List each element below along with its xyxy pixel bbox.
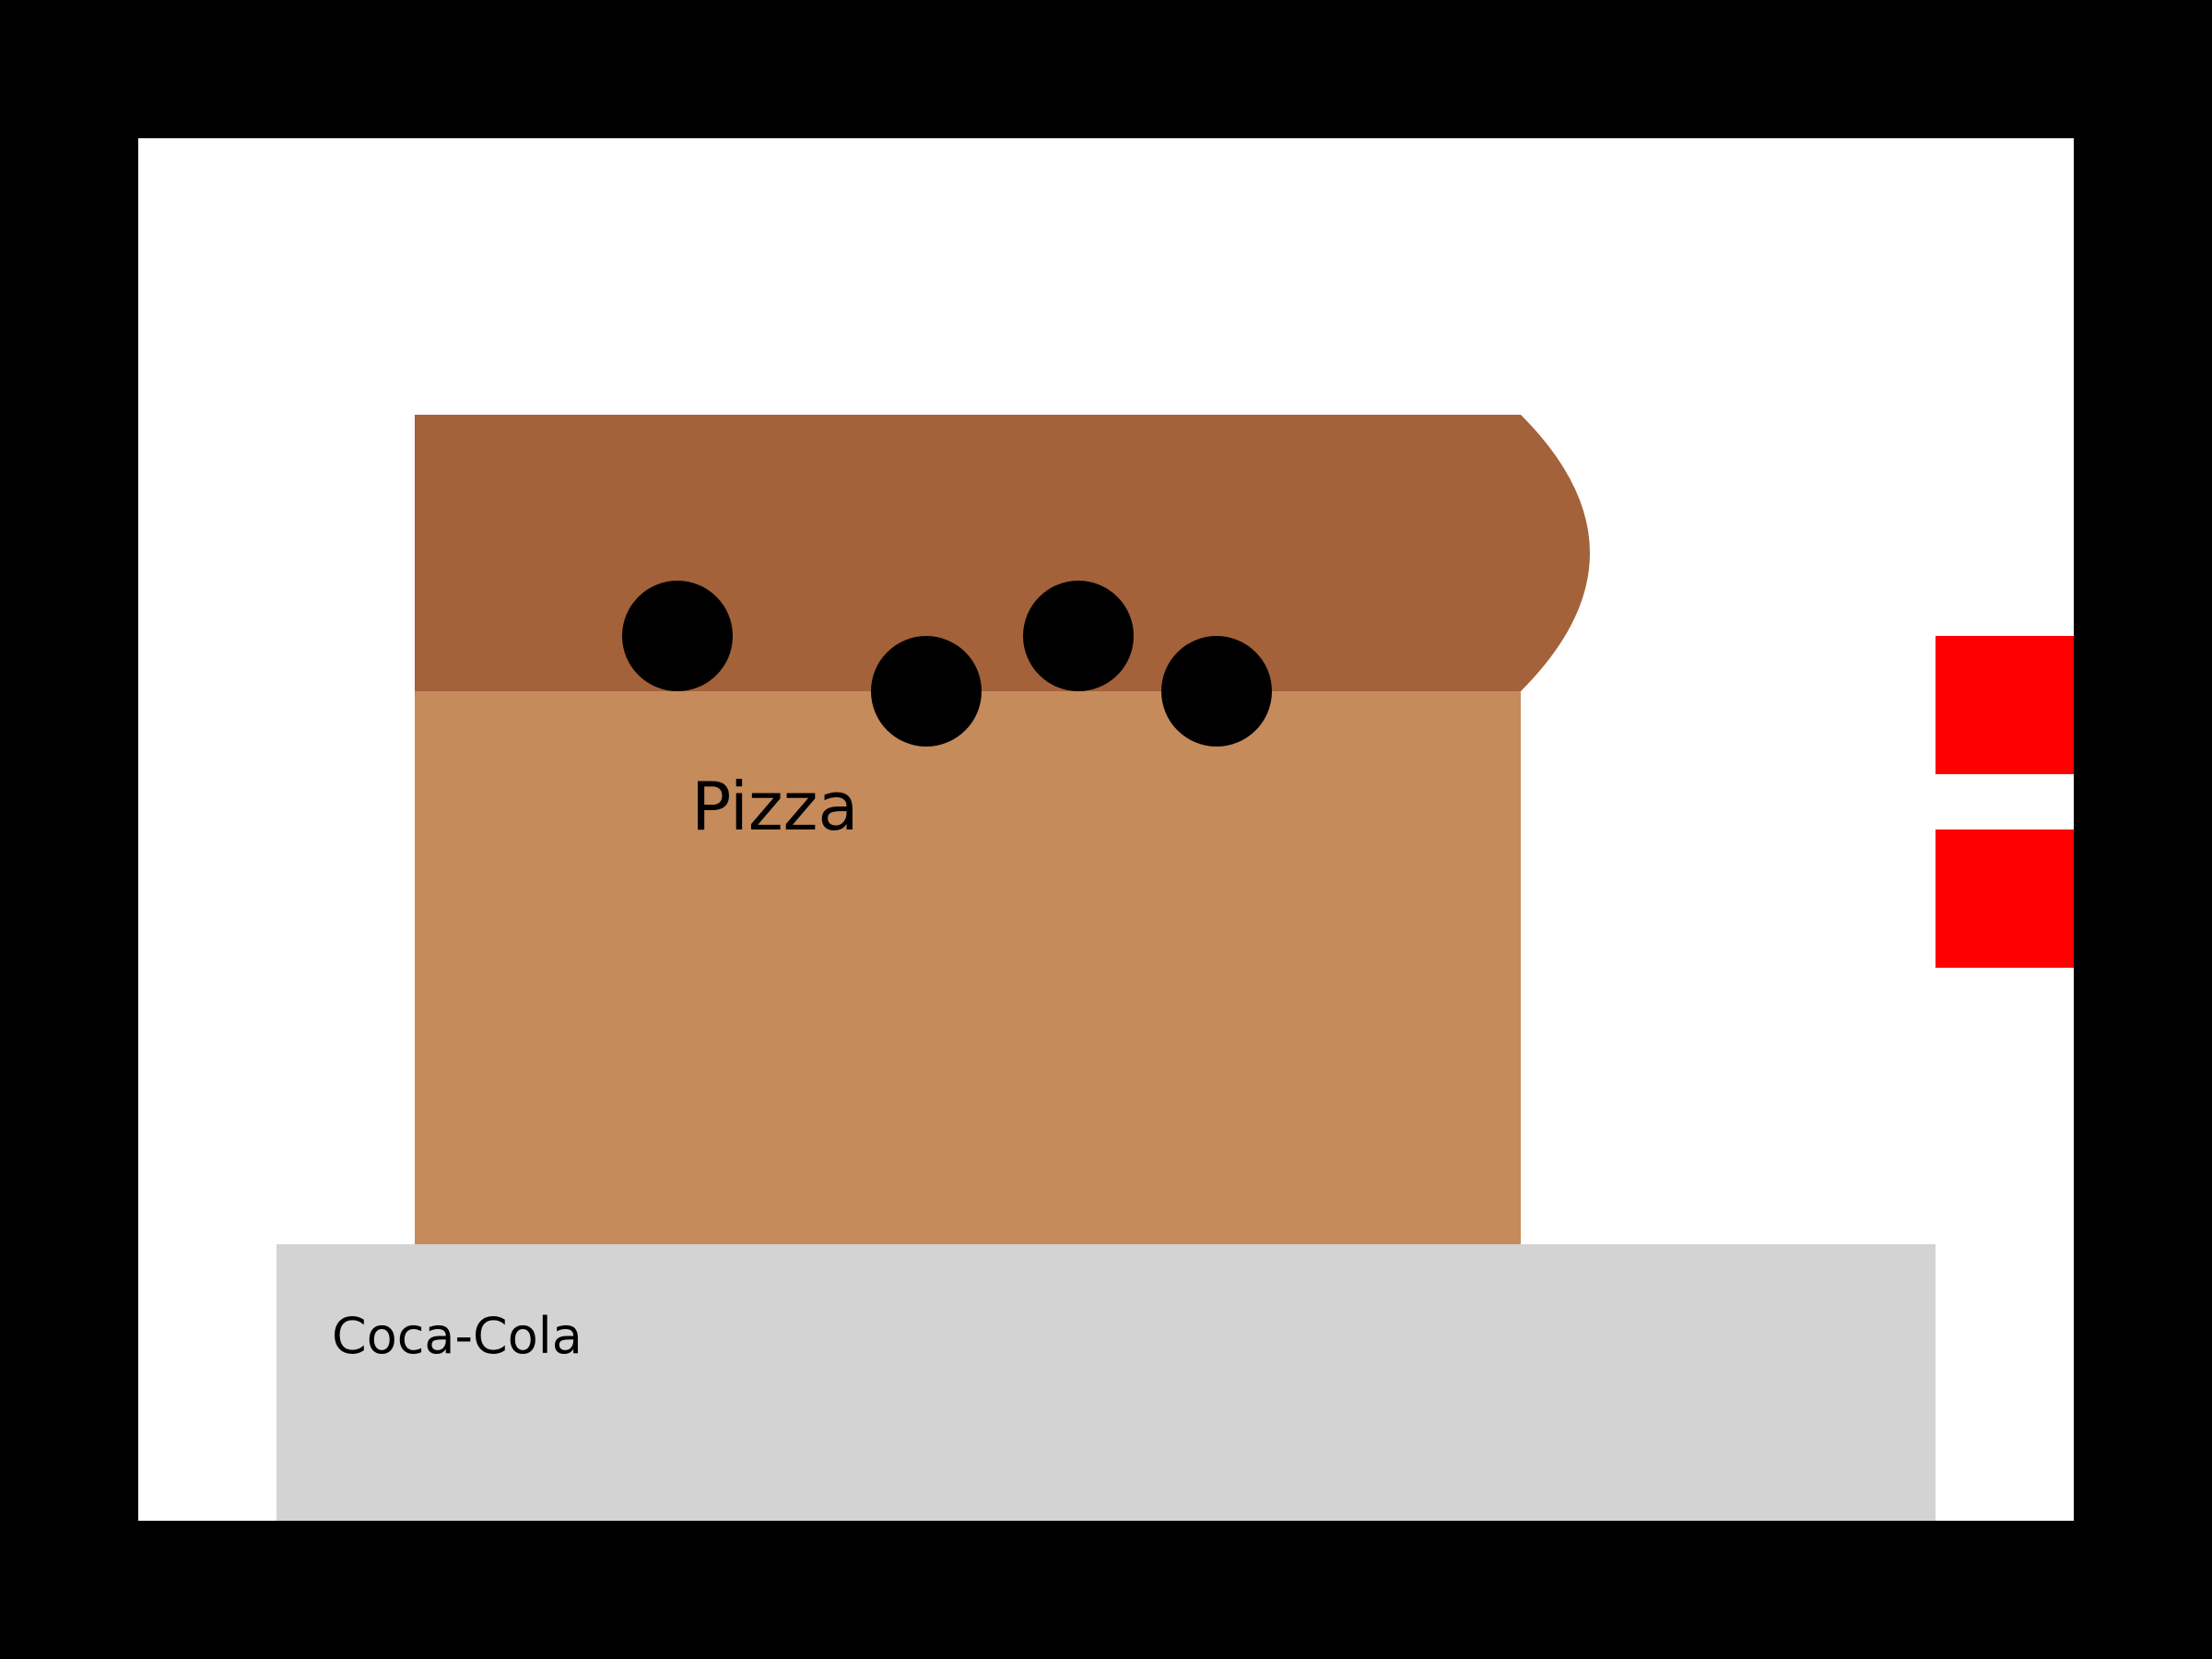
pizza-box-body xyxy=(415,691,1521,1244)
pepperoni-2 xyxy=(871,636,982,747)
pizza-label: Pizza xyxy=(691,768,859,845)
pizza-box-lid xyxy=(415,415,1590,691)
pepperoni-3 xyxy=(1023,581,1134,691)
pepperoni-4 xyxy=(1161,636,1272,747)
pepperoni-1 xyxy=(622,581,733,691)
side-mark-2 xyxy=(1936,830,2074,968)
cola-label: Coca-Cola xyxy=(332,1307,582,1365)
side-mark-1 xyxy=(1936,636,2074,774)
cola-panel-box xyxy=(276,1244,1936,1521)
cola-panel: Coca-Cola xyxy=(276,1244,1936,1521)
pizza-box: Pizza xyxy=(415,415,1590,1244)
